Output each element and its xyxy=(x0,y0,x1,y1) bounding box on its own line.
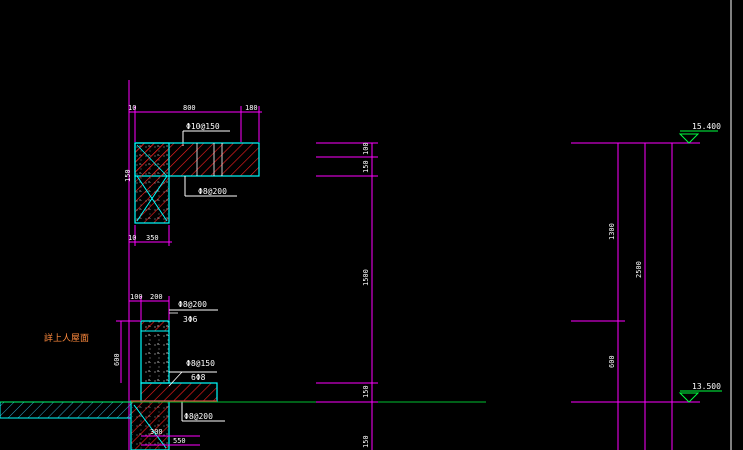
dim-right-total: 2500 xyxy=(635,261,643,278)
dim-mid-2: 150 xyxy=(362,160,370,173)
level-marker-top: 15.400 xyxy=(678,122,721,144)
roof-label: 詳上人屋面 xyxy=(44,332,89,344)
dim-top-right: 180 xyxy=(245,104,258,112)
dim-mid-1: 100 xyxy=(362,142,370,155)
rebar-label-side: Φ8@200 xyxy=(198,187,227,196)
dim-bottom-left: 10 xyxy=(128,234,136,242)
level-top-text: 15.400 xyxy=(692,122,721,131)
top-detail: 10 800 180 Φ10@150 Φ8@200 150 10 350 xyxy=(124,104,262,246)
dim-mid-5: 150 xyxy=(362,435,370,448)
rebar-label-2: 3Φ6 xyxy=(183,315,198,324)
dim-lower-height: 600 xyxy=(113,353,121,366)
dim-mid-4: 150 xyxy=(362,385,370,398)
dim-top-left: 10 xyxy=(128,104,136,112)
dim-lower-slab: 550 xyxy=(173,437,186,445)
dim-right-top: 1300 xyxy=(608,223,616,240)
right-dimensions: 1300 2500 600 15.400 13.500 xyxy=(571,122,722,450)
dim-lower-a: 100 xyxy=(130,293,143,301)
lower-detail: 100 200 Φ8@200 3Φ6 600 詳上人屋面 Φ8@150 6Φ8 … xyxy=(0,293,225,450)
dim-lower-b: 200 xyxy=(150,293,163,301)
dim-right-bottom: 600 xyxy=(608,355,616,368)
beam-section xyxy=(140,382,218,402)
dim-top-width: 800 xyxy=(183,104,196,112)
rebar-label-4: 6Φ8 xyxy=(191,373,206,382)
dim-mid-3: 1500 xyxy=(362,269,370,286)
dim-lower-foot: 300 xyxy=(150,428,163,436)
level-bottom-text: 13.500 xyxy=(692,382,721,391)
dim-bottom-width: 350 xyxy=(146,234,159,242)
dim-top-height: 150 xyxy=(124,169,132,182)
middle-dimensions: 100 150 1500 150 150 xyxy=(316,142,378,450)
floor-slab xyxy=(0,401,132,419)
rebar-label-1: Φ8@200 xyxy=(178,300,207,309)
level-marker-bottom: 13.500 xyxy=(678,382,722,403)
rebar-label-5: Φ8@200 xyxy=(184,412,213,421)
rebar-label-3: Φ8@150 xyxy=(186,359,215,368)
rebar-label-top: Φ10@150 xyxy=(186,122,220,131)
